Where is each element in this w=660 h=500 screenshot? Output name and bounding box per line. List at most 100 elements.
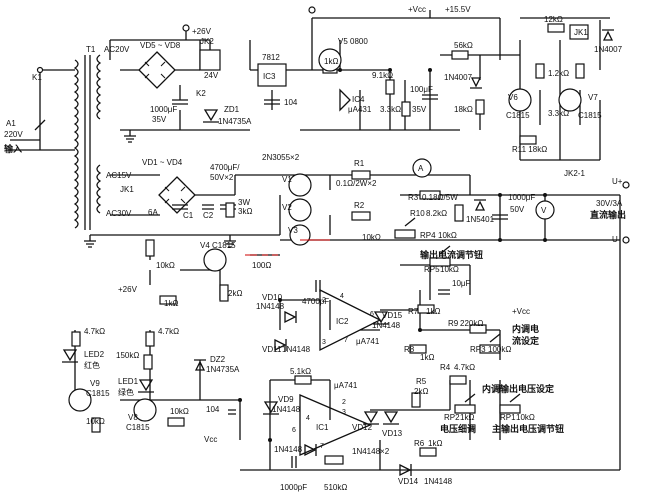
label-r7: R7	[408, 307, 419, 316]
ammeter	[412, 158, 432, 178]
label-rp1v: 10kΩ	[516, 413, 535, 422]
bridge-vd5-vd8	[138, 51, 176, 89]
label-r10k-d: 10kΩ	[170, 407, 189, 416]
label-v50x2: 50V×2	[210, 173, 234, 182]
label-jk2: JK2	[200, 37, 214, 46]
label-v30-3a: 30V/3A	[596, 199, 623, 208]
label-c100: 100μF	[410, 85, 433, 94]
label-rp3v: 100kΩ	[488, 345, 511, 354]
label-rp4: RP4	[420, 231, 436, 240]
label-k2: K2	[196, 89, 206, 98]
label-r47k-b: 4.7kΩ	[158, 327, 179, 336]
label-int-cur2: 流设定	[512, 335, 540, 346]
label-r3v: 0.18Ω/5W	[422, 193, 458, 202]
label-in4735a: 1N4735A	[218, 117, 252, 126]
label-in4148-f: 1N4148	[424, 477, 453, 486]
label-r100-a: 100Ω	[252, 261, 271, 270]
label-p26-mid: +26V	[118, 285, 138, 294]
label-r5v: 2kΩ	[414, 387, 428, 396]
label-r12k-a: 1.2kΩ	[548, 69, 569, 78]
output-terminals	[182, 6, 630, 244]
label-c1815-d: C1815	[86, 389, 110, 398]
label-7812: 7812	[262, 53, 280, 62]
ic-blocks	[257, 63, 382, 456]
label-pin3b: 3	[342, 409, 346, 416]
label-r6: R6	[414, 439, 425, 448]
label-rp2: RP2	[444, 413, 460, 422]
label-pin2a: 2	[322, 297, 326, 304]
label-dc-out: 直流输出	[590, 209, 626, 220]
label-meter-v: V	[541, 206, 547, 215]
label-v3: V3	[288, 226, 298, 235]
label-r9: R9	[448, 319, 459, 328]
label-v35b: 35V	[412, 105, 427, 114]
label-vcc-right: +Vcc	[512, 307, 530, 316]
label-r7v: 1kΩ	[426, 307, 440, 316]
label-r150k: 150kΩ	[116, 351, 139, 360]
label-v220: 220V	[4, 130, 23, 139]
label-ic1: IC1	[316, 423, 329, 432]
label-vcc-bot: Vcc	[204, 435, 217, 444]
label-c1815-b: C1815	[578, 111, 602, 120]
label-c1000pf: 1000pF	[280, 483, 307, 492]
label-int-vol: 内调输出电压设定	[482, 383, 555, 394]
label-meter-a: A	[418, 164, 424, 173]
label-r8: R8	[404, 345, 415, 354]
label-r2k: 2kΩ	[228, 289, 242, 298]
label-green-cn: 绿色	[118, 387, 134, 397]
label-r10k-b: 10kΩ	[156, 261, 175, 270]
bridge-vd1-vd4	[158, 176, 196, 214]
label-vd12: VD12	[352, 423, 373, 432]
label-ac30: AC30V	[106, 209, 132, 218]
voltmeter	[535, 200, 555, 220]
label-c1000-35: 1000μF	[150, 105, 177, 114]
label-r3k: 3kΩ	[238, 207, 252, 216]
label-ac20: AC20V	[104, 45, 130, 54]
label-c1815-c: C1815	[212, 241, 236, 250]
label-in4735a-b: 1N4735A	[206, 365, 240, 374]
label-pin6b: 6	[292, 427, 296, 434]
label-pin6a: 6	[370, 311, 374, 318]
label-r510k: 510kΩ	[324, 483, 347, 492]
label-pin7a: 7	[344, 337, 348, 344]
transistors	[68, 48, 582, 422]
label-int-cur: 内调电	[512, 323, 539, 334]
label-c1000-50: 1000μF	[508, 193, 535, 202]
label-ic2: IC2	[336, 317, 349, 326]
relay-jk2	[199, 49, 221, 71]
label-in4148-e: 1N4148	[274, 445, 303, 454]
label-r4: R4	[440, 363, 451, 372]
label-r47k-a: 4.7kΩ	[84, 327, 105, 336]
label-v7: V7	[588, 93, 598, 102]
label-led1: LED1	[118, 377, 139, 386]
label-dz2: DZ2	[210, 355, 226, 364]
label-r1k-a: 1kΩ	[324, 57, 338, 66]
label-cur-adj: 输出电流调节钮	[420, 249, 483, 260]
leds	[62, 349, 154, 393]
text-labels: +Vcc +15.5V +26V T1 K1 A1 220V 输入 AC20V …	[4, 5, 626, 492]
label-pin3a: 3	[322, 339, 326, 346]
label-uminus: U-	[612, 235, 621, 244]
label-vol-fine: 电压细调	[440, 423, 476, 434]
label-r4v: 4.7kΩ	[454, 363, 475, 372]
label-rp2v: 1kΩ	[460, 413, 474, 422]
label-r56k: 56kΩ	[454, 41, 473, 50]
label-k1: K1	[32, 73, 42, 82]
label-jk2-1: JK2-1	[564, 169, 585, 178]
label-r6v: 1kΩ	[428, 439, 442, 448]
label-r5: R5	[416, 377, 427, 386]
label-c1: C1	[183, 211, 194, 220]
label-r91k: 9.1kΩ	[372, 71, 393, 80]
label-vd5-vd8: VD5 ~ VD8	[140, 41, 181, 50]
label-in4148-d: 1N4148	[272, 405, 301, 414]
capacitors	[172, 94, 508, 468]
label-ua741-b: μA741	[334, 381, 358, 390]
label-t1: T1	[86, 45, 96, 54]
label-r12k: 12kΩ	[544, 15, 563, 24]
label-c10uf: 10μF	[452, 279, 471, 288]
label-ic3: IC3	[263, 72, 276, 81]
label-r51k: 5.1kΩ	[290, 367, 311, 376]
label-ic4: IC4	[352, 95, 365, 104]
label-v5: V5	[338, 37, 348, 46]
